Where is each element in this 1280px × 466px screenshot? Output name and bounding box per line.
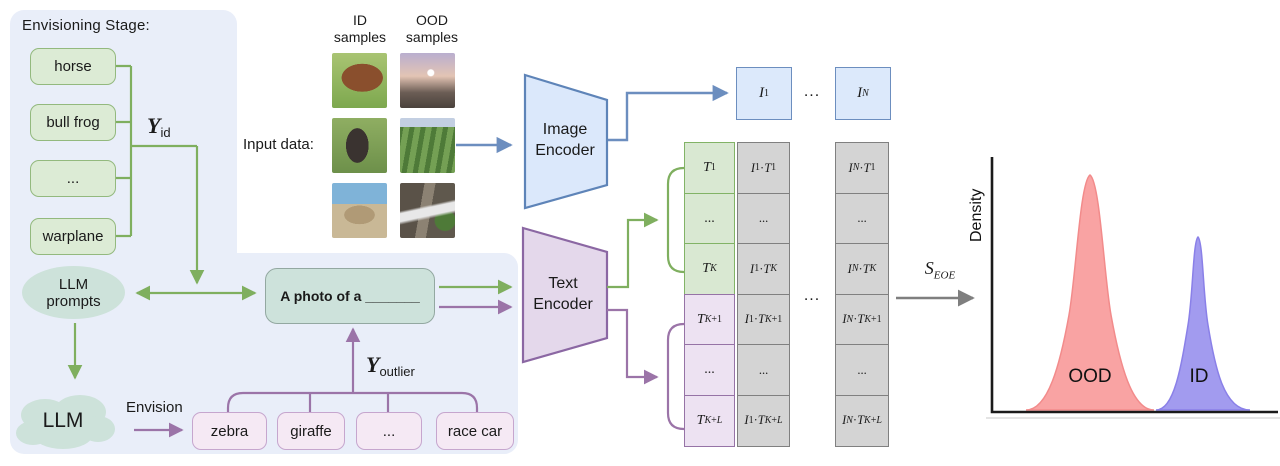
id-sample-photo	[332, 118, 387, 173]
outlier-class-box: zebra	[192, 412, 267, 450]
image-encoder-output-arrow	[607, 84, 729, 142]
prompt-template-box: A photo of a _______	[265, 268, 435, 324]
input-data-label: Input data:	[243, 136, 314, 153]
score-eoe-label: SEOE	[924, 258, 956, 282]
ood-sample-photo	[400, 118, 455, 173]
outlier-class-box: ...	[356, 412, 422, 450]
text-encoder-ood-output-arrow	[607, 308, 659, 385]
ood-sample-photo	[400, 183, 455, 238]
id-samples-header: ID samples	[333, 12, 387, 45]
id-sample-photo	[332, 183, 387, 238]
outlier-class-box: race car	[436, 412, 514, 450]
image-encoder-label: Image Encoder	[535, 121, 595, 159]
text-encoder-id-output-arrow	[607, 212, 659, 289]
id-class-box: ...	[30, 160, 116, 197]
similarity-cell: ...	[737, 344, 790, 396]
similarity-cell: ...	[835, 344, 889, 396]
plot-axes	[990, 157, 1278, 414]
id-text-brace	[666, 166, 685, 274]
envision-label: Envision	[126, 399, 183, 416]
id-class-box: horse	[30, 48, 116, 85]
image-embedding-dots: ...	[803, 83, 821, 100]
ood-samples-header: OOD samples	[405, 12, 459, 45]
ood-density-curve	[1025, 174, 1155, 411]
ood-sample-photo	[400, 53, 455, 108]
id-density-curve	[1155, 235, 1251, 411]
ood-text-brace	[666, 322, 685, 431]
id-class-box: warplane	[30, 218, 116, 255]
y-outlier-label: Youtlier	[366, 352, 415, 379]
llm-node-label: LLM	[42, 409, 84, 432]
text-embedding-cell: ...	[684, 192, 735, 245]
llm-prompts-node: LLM prompts	[22, 266, 125, 319]
id-sample-photo	[332, 53, 387, 108]
id-label: ID	[1190, 366, 1209, 387]
outlier-class-box: giraffe	[277, 412, 345, 450]
text-embedding-cell: ...	[684, 344, 735, 396]
matrix-column-dots: ...	[803, 287, 821, 304]
similarity-cell: ...	[835, 192, 889, 245]
id-class-box: bull frog	[30, 104, 116, 141]
envisioning-stage-title: Envisioning Stage:	[22, 17, 150, 34]
plot-ylabel: Density	[968, 189, 985, 242]
ood-label: OOD	[1068, 366, 1111, 387]
y-id-label: Yid	[147, 113, 171, 140]
text-encoder-label: Text Encoder	[533, 275, 593, 313]
similarity-cell: ...	[737, 192, 790, 245]
